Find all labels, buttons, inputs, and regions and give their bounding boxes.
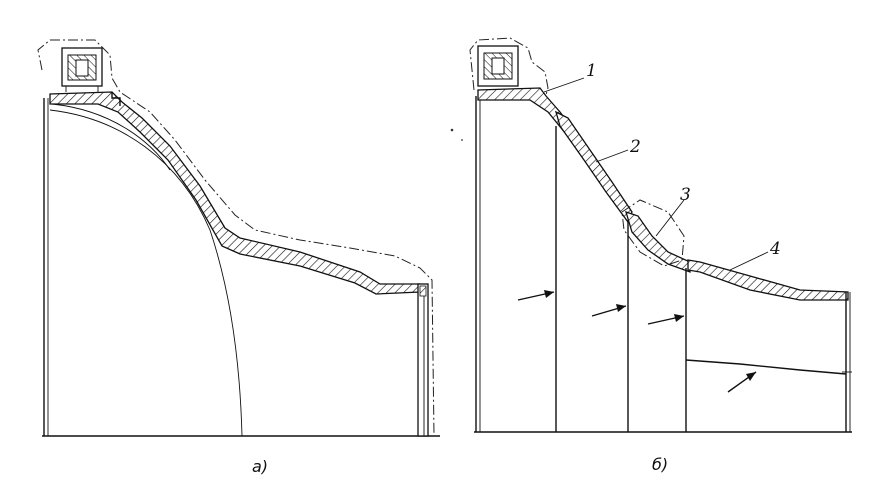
stray-mark-2: [461, 139, 463, 141]
flow-arrow-2: [591, 304, 627, 317]
leader-4: [729, 251, 769, 271]
leader-3: [655, 199, 685, 237]
callout-2: 2: [629, 137, 641, 157]
caption-b: б): [652, 455, 668, 474]
segment-4-lower-line: [685, 359, 847, 375]
caption-a: а): [252, 457, 268, 476]
flow-arrow-1: [517, 290, 555, 301]
leader-1: [543, 77, 585, 93]
envelope-a: [37, 39, 435, 437]
shell-segment-4: [687, 259, 849, 301]
figure-b: 1 2 3 4 б): [469, 37, 852, 474]
end-ring-hatch-a: [419, 285, 427, 297]
callout-3: 3: [680, 185, 691, 205]
shell-segment-2: [554, 110, 633, 224]
flange-a: [111, 92, 121, 106]
callout-4: 4: [769, 239, 781, 259]
body-curve-a: [49, 109, 243, 437]
inner-curve-a: [51, 103, 171, 171]
shell-segment-1: [477, 87, 573, 135]
detail-3-outline: [621, 199, 685, 267]
leader-2: [595, 149, 629, 163]
callout-1: 1: [586, 61, 597, 81]
figure-a: а): [37, 39, 440, 476]
flow-arrow-3: [647, 314, 685, 325]
stray-mark-1: [450, 128, 454, 132]
bearing-ring-b: [491, 57, 505, 75]
envelope-b: [469, 37, 549, 109]
shell-a: [49, 91, 421, 295]
end-ring-a: [417, 283, 429, 437]
flow-arrow-4: [727, 371, 757, 393]
bearing-ring-a: [75, 59, 89, 77]
